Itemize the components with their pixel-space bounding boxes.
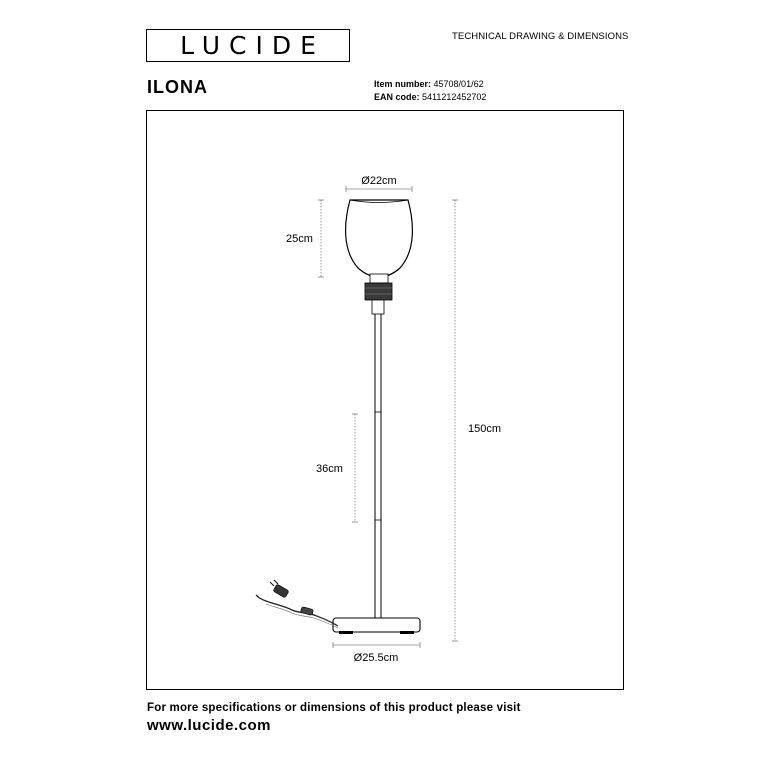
item-number-value: 45708/01/62 (433, 79, 484, 89)
base-foot-right (400, 631, 414, 634)
base-plate (332, 617, 421, 633)
lamp-stem (374, 314, 382, 620)
shade-outline (344, 199, 414, 278)
ean-code-label: EAN code: (374, 92, 420, 102)
cord-switch (300, 606, 314, 616)
total-height-label: 150cm (468, 423, 501, 435)
product-meta: Item number: 45708/01/62 EAN code: 54112… (374, 78, 486, 104)
footer-website-link[interactable]: www.lucide.com (147, 717, 271, 734)
technical-drawing: Ø22cm 25cm 36cm (255, 175, 501, 664)
item-number-label: Item number: (374, 79, 432, 89)
section-length-label: 36cm (316, 463, 343, 475)
shade-diameter-label: Ø22cm (361, 175, 396, 187)
base-diameter-dimension: Ø25.5cm (332, 642, 421, 664)
shade-height-label: 25cm (286, 233, 313, 245)
document-type: TECHNICAL DRAWING & DIMENSIONS (452, 31, 629, 42)
ean-code-row: EAN code: 5411212452702 (374, 91, 486, 104)
shade-diameter-dimension: Ø22cm (345, 175, 413, 192)
shade-height-dimension: 25cm (286, 199, 324, 278)
base-foot-left (339, 631, 353, 634)
power-cord (255, 579, 339, 629)
base-diameter-label: Ø25.5cm (354, 652, 399, 664)
total-height-dimension: 150cm (452, 199, 501, 642)
cord-line-shadow (265, 603, 339, 629)
shade-rim (349, 199, 409, 203)
item-number-row: Item number: 45708/01/62 (374, 78, 486, 91)
lamp-base (332, 617, 421, 634)
product-name: ILONA (147, 77, 208, 97)
plug-body (273, 584, 289, 598)
brand-logo: LUCIDE (146, 29, 350, 62)
lamp-shade (344, 199, 414, 278)
socket-stem-connector (371, 299, 385, 315)
cord-line (255, 594, 339, 627)
socket-body (364, 282, 393, 301)
socket-neck (369, 273, 389, 284)
brand-logo-text: LUCIDE (180, 31, 325, 60)
footer-info-text: For more specifications or dimensions of… (147, 702, 521, 714)
plug-pin-2 (273, 579, 279, 585)
section-length-dimension: 36cm (316, 413, 358, 523)
drawing-frame (146, 110, 624, 690)
ean-code-value: 5411212452702 (422, 92, 487, 102)
plug-pin-1 (269, 581, 275, 587)
lamp-socket (364, 273, 393, 315)
